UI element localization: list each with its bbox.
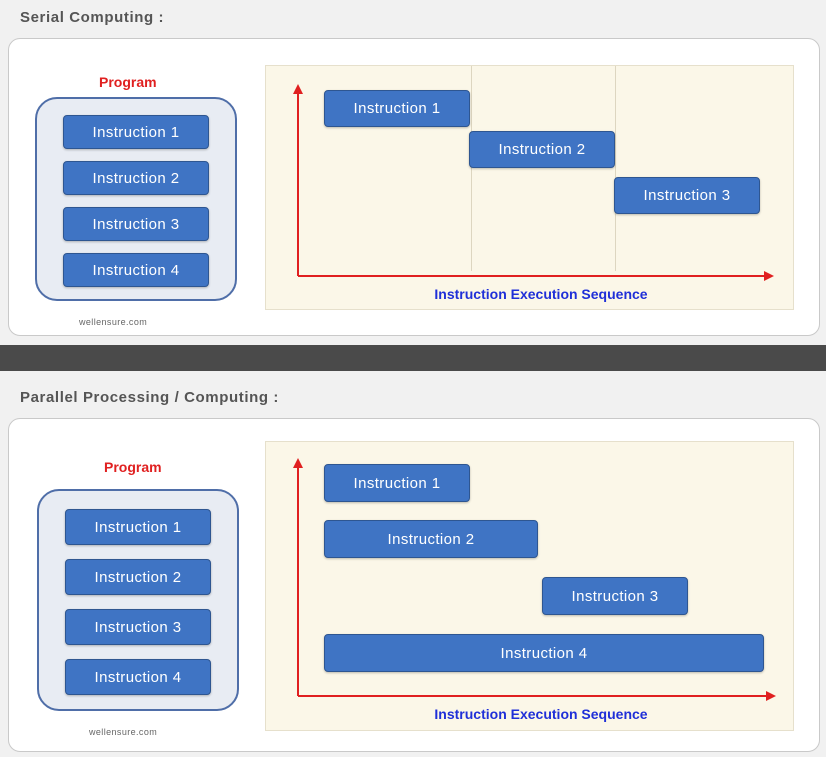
section-divider: [0, 345, 826, 371]
parallel-execution-instruction-4: Instruction 4: [324, 634, 764, 672]
serial-execution-instruction-2: Instruction 2: [469, 131, 615, 168]
serial-program-instruction-2: Instruction 2: [63, 161, 209, 195]
serial-execution-instruction-3: Instruction 3: [614, 177, 760, 214]
serial-program-instruction-1: Instruction 1: [63, 115, 209, 149]
serial-program-label: Program: [99, 74, 157, 90]
parallel-program-label: Program: [104, 459, 162, 475]
parallel-execution-instruction-3: Instruction 3: [542, 577, 688, 615]
serial-grid-line-2: [615, 66, 616, 271]
serial-watermark: wellensure.com: [79, 317, 148, 327]
parallel-program-instruction-3: Instruction 3: [65, 609, 211, 645]
parallel-program-box: Instruction 1 Instruction 2 Instruction …: [37, 489, 239, 711]
serial-axis-label: Instruction Execution Sequence: [434, 286, 648, 302]
parallel-panel: Program Instruction 1 Instruction 2 Inst…: [8, 418, 820, 752]
parallel-program-instruction-2: Instruction 2: [65, 559, 211, 595]
parallel-execution-chart: Instruction 1 Instruction 2 Instruction …: [265, 441, 794, 731]
serial-execution-chart: Instruction 1 Instruction 2 Instruction …: [265, 65, 794, 310]
parallel-program-instruction-4: Instruction 4: [65, 659, 211, 695]
serial-grid-line-1: [471, 66, 472, 271]
serial-program-instruction-4: Instruction 4: [63, 253, 209, 287]
serial-panel: Program Instruction 1 Instruction 2 Inst…: [8, 38, 820, 336]
parallel-program-instruction-1: Instruction 1: [65, 509, 211, 545]
serial-axes: [293, 84, 774, 281]
serial-program-instruction-3: Instruction 3: [63, 207, 209, 241]
parallel-section-title: Parallel Processing / Computing :: [20, 389, 280, 406]
serial-execution-instruction-1: Instruction 1: [324, 90, 470, 127]
serial-program-box: Instruction 1 Instruction 2 Instruction …: [35, 97, 237, 301]
parallel-execution-instruction-1: Instruction 1: [324, 464, 470, 502]
parallel-axes: [293, 458, 776, 701]
parallel-watermark: wellensure.com: [89, 727, 158, 737]
serial-section-title: Serial Computing :: [20, 9, 165, 26]
parallel-execution-instruction-2: Instruction 2: [324, 520, 538, 558]
parallel-axis-label: Instruction Execution Sequence: [434, 706, 648, 722]
